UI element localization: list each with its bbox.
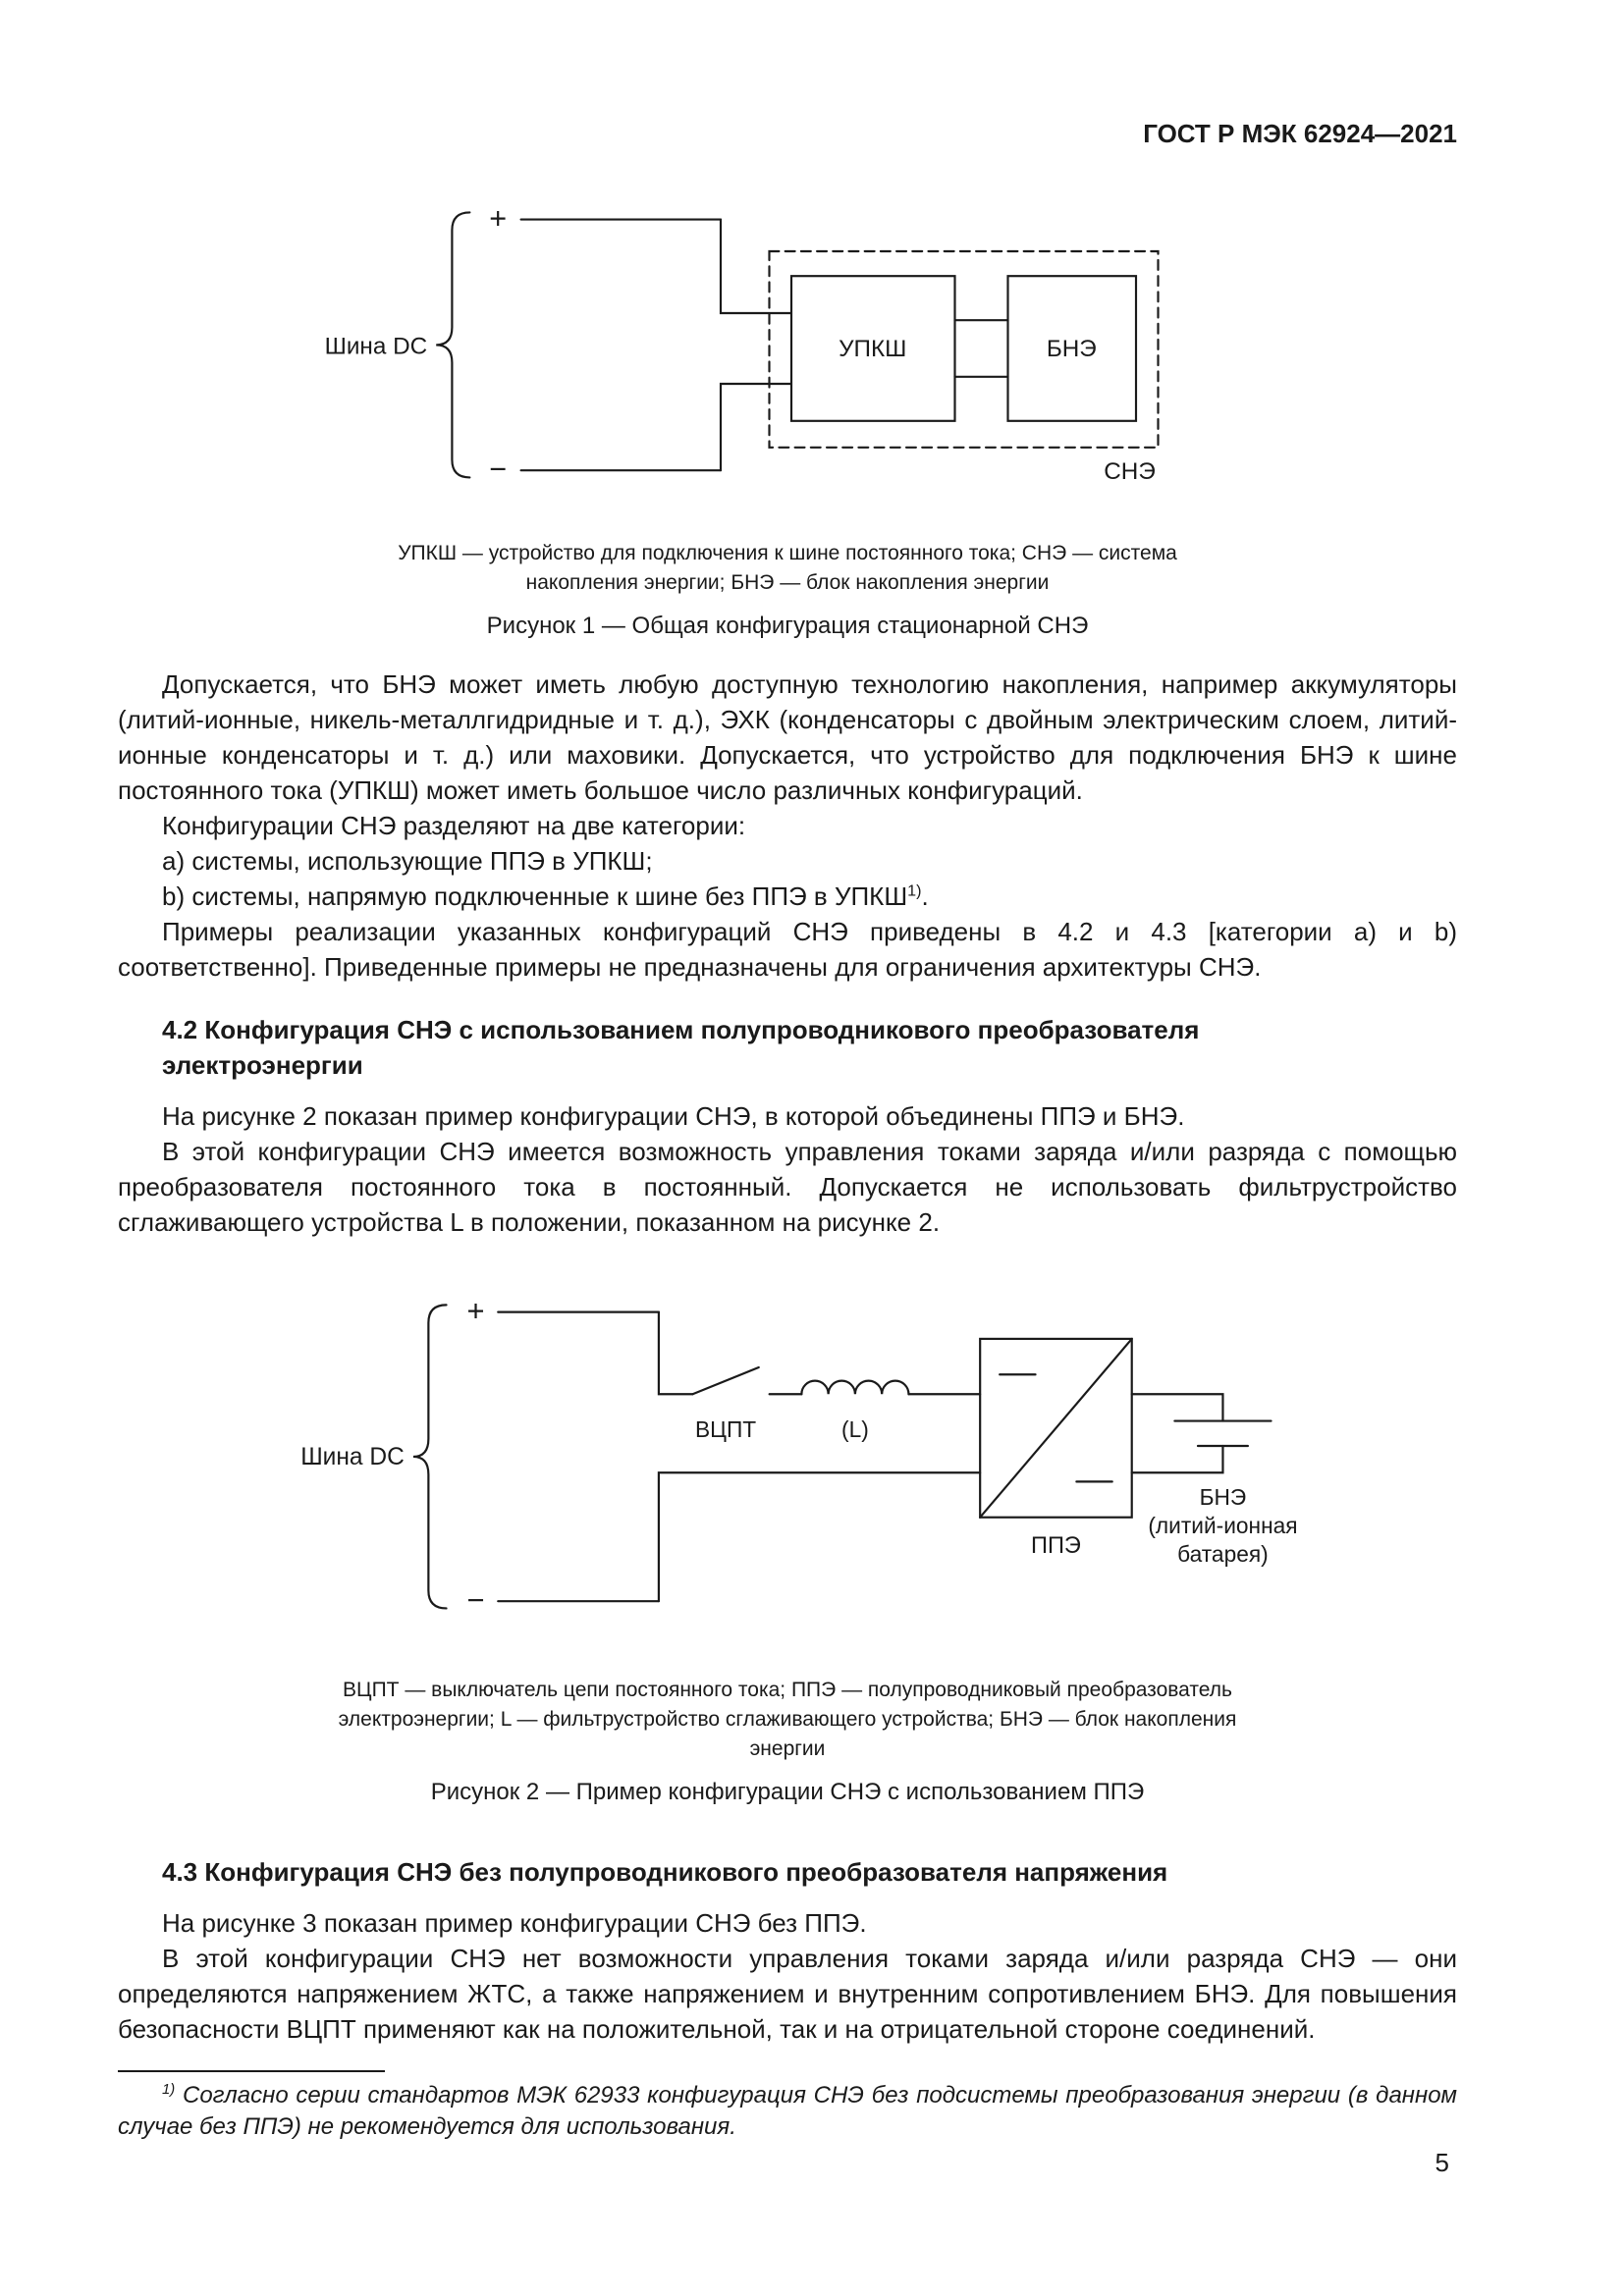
page-number: 5 bbox=[1435, 2148, 1449, 2177]
footnote-body: Согласно серии стандартов МЭК 62933 конф… bbox=[118, 2081, 1457, 2140]
figure-1-legend: УПКШ — устройство для подключения к шине… bbox=[398, 542, 1177, 594]
paragraph-categories: Конфигурации СНЭ разделяют на две катего… bbox=[162, 811, 746, 840]
sne-dashed-boundary bbox=[768, 249, 1160, 449]
converter-diagonal bbox=[979, 1337, 1133, 1519]
bne-box bbox=[1006, 275, 1138, 422]
wire-bottom bbox=[719, 382, 793, 472]
paragraph-figure3-description: В этой конфигурации СНЭ нет возможности … bbox=[118, 1943, 1457, 2044]
paragraph-storage-technologies: Допускается, что БНЭ может иметь любую д… bbox=[118, 669, 1457, 805]
list-item-a: a) системы, использующие ППЭ в УПКШ; bbox=[162, 846, 653, 876]
switch-label: ВЦПТ bbox=[695, 1416, 756, 1442]
bne-label: БНЭ bbox=[1047, 336, 1097, 362]
plus-label: + bbox=[489, 202, 507, 236]
paragraph-examples: Примеры реализации указанных конфигураци… bbox=[118, 917, 1457, 982]
footnote-rule bbox=[118, 2069, 385, 2072]
wire-top bbox=[719, 218, 793, 315]
bus-brace bbox=[436, 211, 471, 479]
figure-2-caption: Рисунок 2 — Пример конфигурации СНЭ с ис… bbox=[430, 1778, 1145, 1805]
minus-label: − bbox=[467, 1582, 485, 1617]
paragraph-figure2-intro: На рисунке 2 показан пример конфигурации… bbox=[162, 1101, 1185, 1131]
minus-label: − bbox=[489, 453, 507, 486]
bus-brace bbox=[412, 1304, 448, 1610]
dc-switch-blade bbox=[691, 1365, 760, 1396]
document-number: ГОСТ Р МЭК 62924—2021 bbox=[1143, 119, 1457, 148]
figure-1: Шина DC + − УПКШ БНЭ СНЭ bbox=[118, 181, 1457, 525]
upksh-box bbox=[789, 275, 956, 422]
inductor-coil bbox=[800, 1379, 910, 1396]
footnote-text: 1) Согласно серии стандартов МЭК 62933 к… bbox=[118, 2080, 1457, 2143]
paragraph-figure3-intro: На рисунке 3 показан пример конфигурации… bbox=[162, 1907, 867, 1938]
sne-label: СНЭ bbox=[1104, 458, 1156, 485]
figure-2: Шина DC + − ВЦПТ (L) ППЭ БНЭ (литий-ионн… bbox=[118, 1269, 1457, 1662]
wire-bottom bbox=[657, 1471, 982, 1603]
paragraph-figure2-description: В этой конфигурации СНЭ имеется возможно… bbox=[118, 1137, 1457, 1237]
battery-label-line2: (литий-ионная bbox=[1148, 1513, 1297, 1538]
figure-2-diagram: Шина DC + − ВЦПТ (L) ППЭ БНЭ (литий-ионн… bbox=[300, 1294, 1297, 1618]
battery-label-line3: батарея) bbox=[1177, 1541, 1269, 1567]
section-4-2-heading: 4.2 Конфигурация СНЭ с использованием по… bbox=[162, 1015, 1200, 1080]
wire-converter-to-battery-top bbox=[1130, 1393, 1224, 1422]
upksh-label: УПКШ bbox=[839, 336, 906, 362]
list-item-b-text: b) системы, напрямую подключенные к шине… bbox=[162, 881, 908, 911]
footnote-ref: 1) bbox=[907, 881, 922, 900]
inductor-label: (L) bbox=[841, 1416, 869, 1442]
footnote-block: 1) Согласно серии стандартов МЭК 62933 к… bbox=[118, 2069, 1457, 2143]
figure-1-diagram: Шина DC + − УПКШ БНЭ СНЭ bbox=[325, 202, 1160, 486]
figure-2-legend: ВЦПТ — выключатель цепи постоянного тока… bbox=[338, 1678, 1237, 1760]
wire-converter-to-battery-bottom bbox=[1130, 1444, 1224, 1474]
figure-1-caption: Рисунок 1 — Общая конфигурация стационар… bbox=[486, 613, 1089, 639]
section-4-3-heading: 4.3 Конфигурация СНЭ без полупроводников… bbox=[162, 1856, 1168, 1887]
list-item-b-end: . bbox=[921, 881, 929, 911]
wire-top bbox=[657, 1310, 694, 1396]
battery-label-line1: БНЭ bbox=[1200, 1484, 1247, 1510]
bus-dc-label: Шина DC bbox=[325, 333, 428, 359]
plus-label: + bbox=[467, 1294, 485, 1328]
page-header: ГОСТ Р МЭК 62924—2021 bbox=[118, 116, 1457, 151]
converter-label: ППЭ bbox=[1031, 1533, 1081, 1559]
footnote-marker: 1) bbox=[162, 2081, 176, 2098]
converter-box bbox=[979, 1337, 1133, 1519]
bus-dc-label: Шина DC bbox=[300, 1444, 405, 1470]
list-item-b: b) системы, напрямую подключенные к шине… bbox=[118, 879, 1457, 914]
